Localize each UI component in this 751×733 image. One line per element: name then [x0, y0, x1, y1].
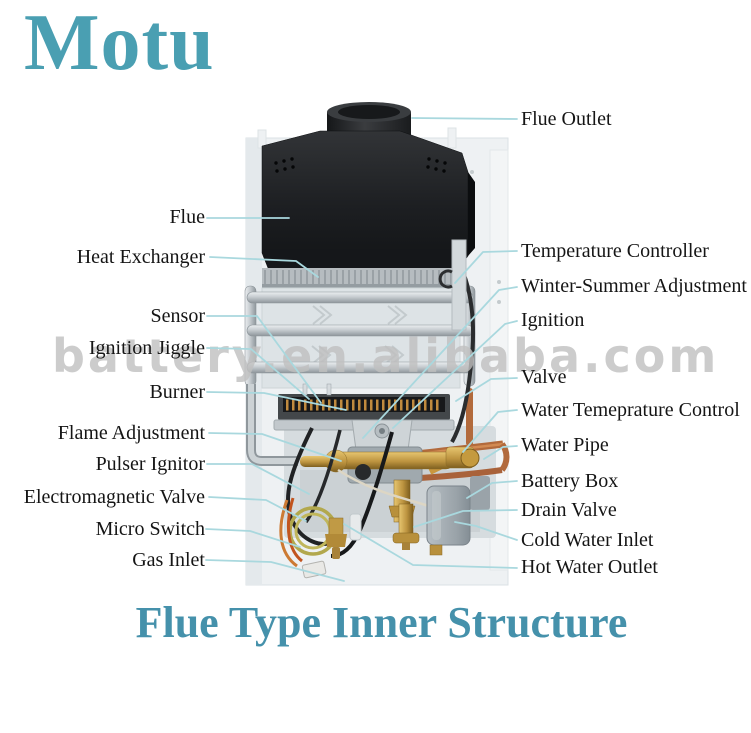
label-water-pipe: Water Pipe [521, 434, 609, 456]
label-heat-exchanger: Heat Exchanger [76, 246, 205, 268]
label-electromagnetic-valve: Electromagnetic Valve [23, 486, 205, 508]
label-hot-water-outlet: Hot Water Outlet [521, 556, 658, 578]
label-winter-summer-adjustment: Winter-Summer Adjustment [521, 275, 747, 297]
brand-logo: Motu [24, 0, 215, 87]
label-temperature-controller: Temperature Controller [521, 240, 709, 262]
label-flue-outlet: Flue Outlet [521, 108, 612, 130]
label-flue: Flue [169, 206, 205, 228]
vent-holes [274, 157, 447, 173]
label-ignition-jiggle: Ignition Jiggle [88, 337, 205, 359]
diagram-title: Flue Type Inner Structure [135, 598, 628, 647]
label-water-temperature-control: Water Temeprature Control [521, 399, 740, 421]
label-burner: Burner [149, 381, 205, 403]
label-gas-inlet: Gas Inlet [132, 549, 205, 571]
flue-hood [261, 130, 475, 269]
label-sensor: Sensor [150, 305, 205, 327]
mounting-bracket [351, 419, 413, 451]
label-flame-adjustment: Flame Adjustment [57, 422, 205, 444]
label-pulser-ignitor: Pulser Ignitor [95, 453, 205, 475]
label-drain-valve: Drain Valve [521, 499, 617, 521]
label-battery-box: Battery Box [521, 470, 619, 492]
label-valve: Valve [521, 366, 567, 388]
label-cold-water-inlet: Cold Water Inlet [521, 529, 654, 551]
label-micro-switch: Micro Switch [95, 518, 205, 540]
label-ignition: Ignition [521, 309, 585, 331]
